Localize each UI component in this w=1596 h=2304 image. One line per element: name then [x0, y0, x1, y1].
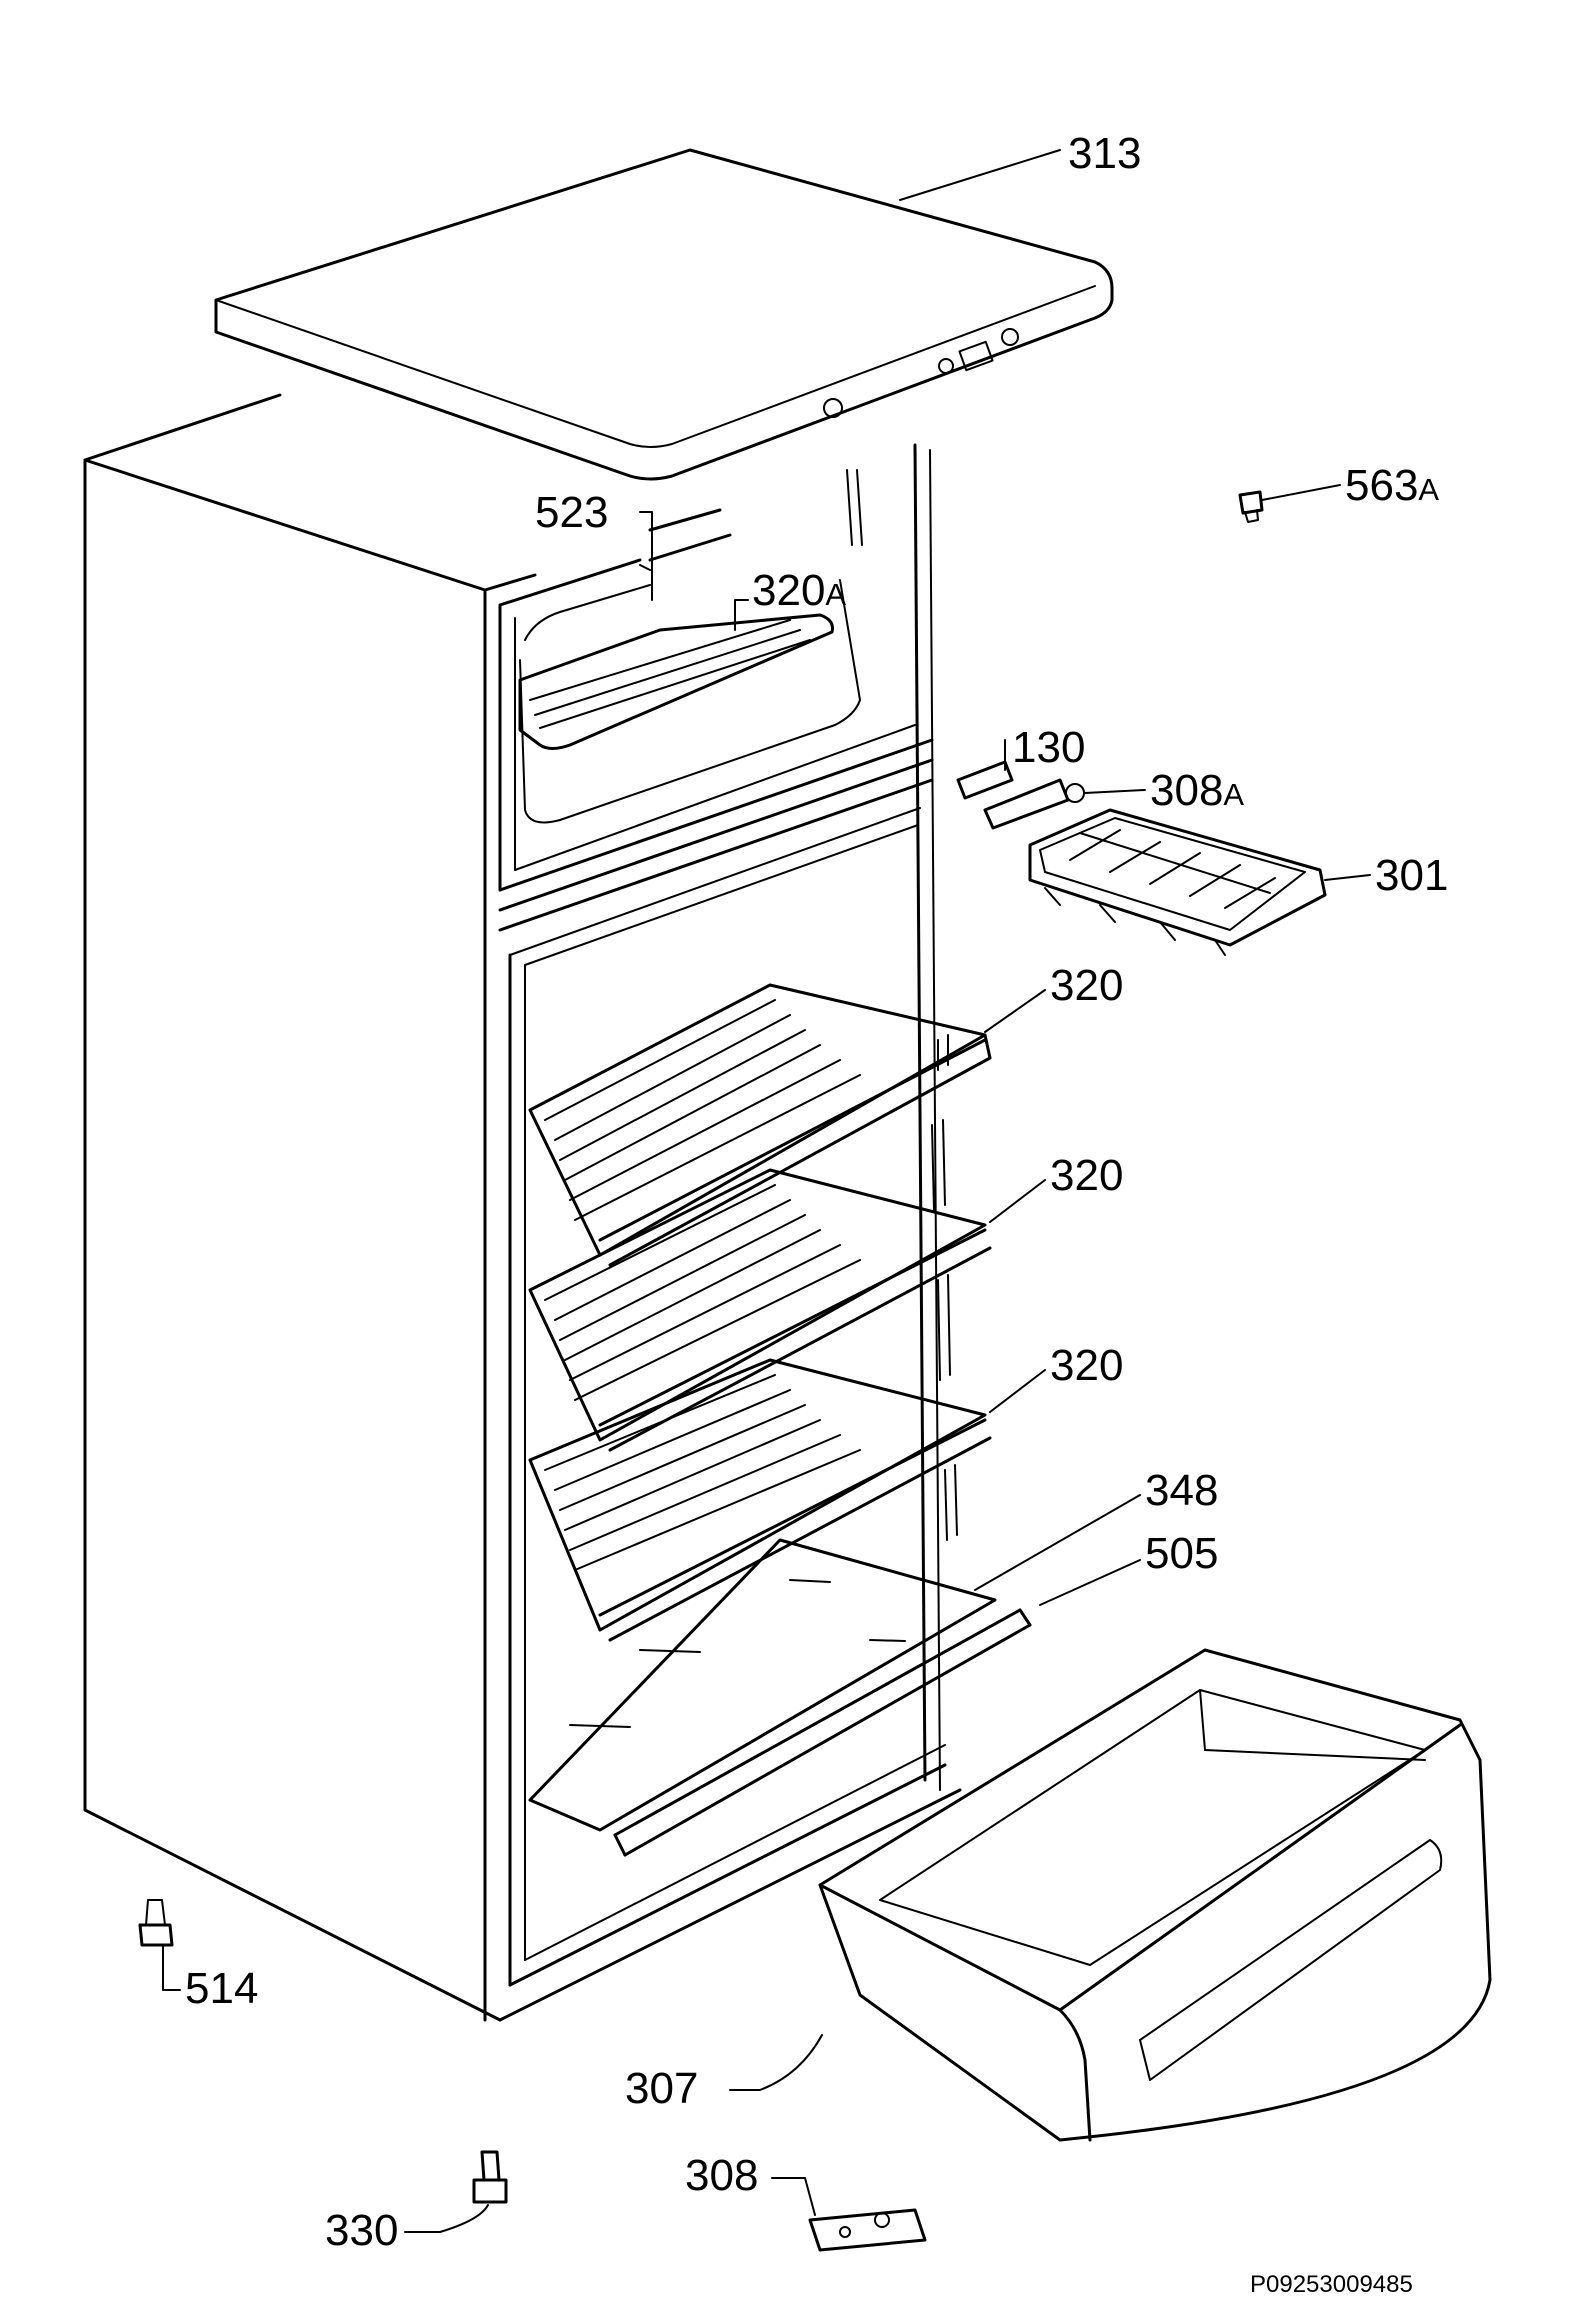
label-563A: 563A: [1345, 461, 1439, 510]
label-505: 505: [1145, 1529, 1218, 1578]
label-313: 313: [1068, 129, 1141, 178]
crisper-cover-glass: [528, 1538, 997, 1832]
label-320-middle: 320: [1050, 1151, 1123, 1200]
screw-part-563A: [1238, 490, 1264, 523]
label-308: 308: [685, 2151, 758, 2200]
label-514: 514: [185, 1964, 258, 2013]
adjustable-foot-330: [472, 2150, 508, 2204]
part-labels: 313 563A 523 320A 130 308A 301 320 320 3…: [185, 129, 1448, 2298]
label-130: 130: [1012, 723, 1085, 772]
label-330: 330: [325, 2206, 398, 2255]
freezer-wire-shelf: [518, 613, 834, 750]
label-348: 348: [1145, 1466, 1218, 1515]
label-523: 523: [535, 488, 608, 537]
crisper-drawer: [818, 1648, 1492, 2142]
glass-front-trim: [613, 1608, 1032, 1857]
label-320-lower: 320: [1050, 1341, 1123, 1390]
label-308A: 308A: [1150, 766, 1244, 815]
ice-cube-tray: [1028, 808, 1327, 956]
glass-shelf-lower: [528, 1358, 992, 1642]
leader-lines: [162, 149, 1371, 2233]
label-320A: 320A: [752, 566, 846, 615]
foot-part-514: [138, 1899, 174, 1947]
top-cover-part: [214, 148, 1114, 481]
glass-shelf-upper: [528, 983, 992, 1267]
label-320-upper: 320: [1050, 961, 1123, 1010]
label-301: 301: [1375, 851, 1448, 900]
reference-code: P09253009485: [1250, 2271, 1413, 2298]
cabinet-body: [83, 393, 962, 2022]
bracket-part-308: [808, 2208, 927, 2252]
label-307: 307: [625, 2064, 698, 2113]
